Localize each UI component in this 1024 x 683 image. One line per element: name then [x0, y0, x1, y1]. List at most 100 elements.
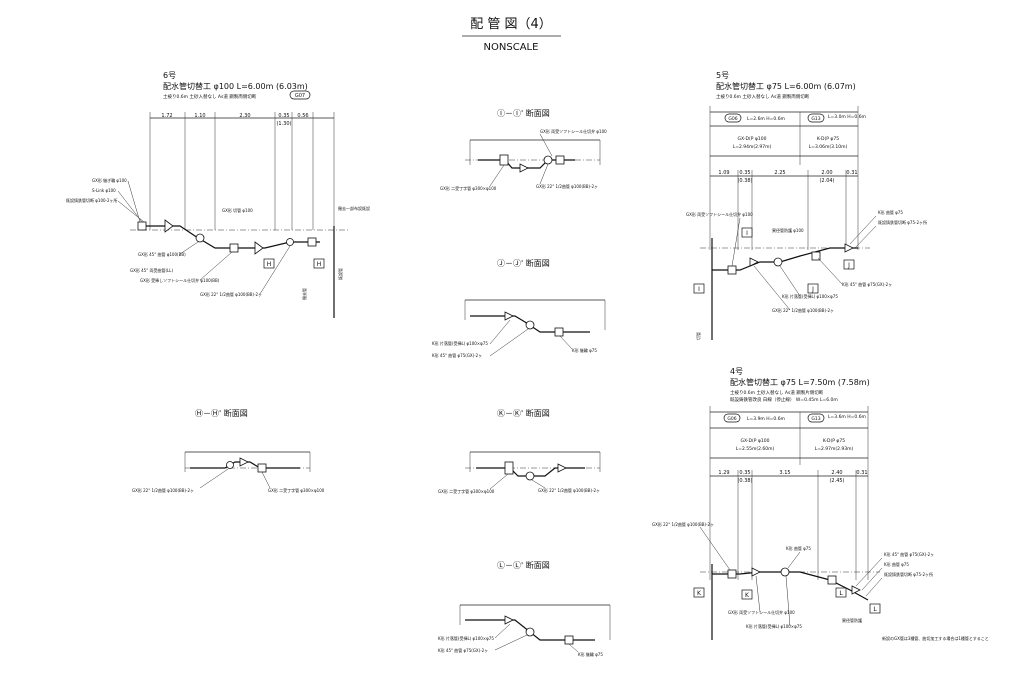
plan-4-seg1-tag-box — [723, 413, 741, 423]
section-j-label-1: K形 片落管(受挿L) φ100×φ75 — [432, 340, 488, 346]
plan-5-title: 配水管切替工 φ75 L=6.00m (6.07m) — [716, 81, 856, 91]
plan-5-marker-box-1 — [693, 283, 705, 294]
plan-5-dim-5: 2.00 — [821, 170, 832, 176]
plan-6-label-7: GX形 22° 1/2曲管 φ100(BB)-2ヶ — [200, 291, 262, 297]
plan-6-label-3: 既設鋳鉄管切断 φ100-2ヶ所 — [66, 197, 118, 203]
section-l-title: Ⓛ－Ⓛ' 断面図 — [497, 560, 550, 570]
plan-4-dim-4: 3.15 — [779, 470, 790, 476]
plan-5-marker-box-2 — [741, 227, 753, 238]
plan-5-dim-7: 0.31 — [846, 170, 857, 176]
plan-4-seg2-tag-box — [807, 413, 825, 423]
section-h-label-2: GX形 二受丁字管 φ300×φ100 — [268, 487, 325, 493]
plan-5-marker-1: I — [698, 286, 700, 293]
plan-4-pipe1: GX-D(P φ100 — [741, 438, 770, 444]
section-j-label-2: K形 45° 曲管 φ75(GX)-2ヶ — [432, 352, 482, 358]
plan-6-marker-box-1 — [263, 258, 275, 269]
plan-4-leaders — [699, 526, 883, 627]
plan-4-marker-box-4 — [869, 603, 881, 614]
plan-4-label-6: GX形 両受ソフトシール仕切弁 φ100 — [728, 609, 795, 615]
plan-6-title: 配水管切替工 φ100 L=6.00m (6.03m) — [163, 81, 308, 91]
section-k-title: Ⓚ－Ⓚ' 断面図 — [497, 408, 550, 418]
section-l-label-3: K形 継輪 φ75 — [578, 651, 603, 657]
plan-4-spec: 土被り0.6m 土砂入替なし As道 鋼製片側切断 — [730, 389, 824, 396]
section-l-leaders — [494, 623, 579, 653]
section-h-label-1: GX形 22° 1/2曲管 φ100(BB)-2ヶ — [132, 487, 194, 493]
plan-6-label-6: GX形 受挿しソフトシール仕切弁 φ100(BB) — [140, 277, 220, 283]
plan-5-dim-6: (2.04) — [819, 178, 834, 184]
plan-4-seg1-text: L=3.9m H=0.6m — [747, 416, 785, 422]
plan-4-dim-5: 2.40 — [831, 470, 842, 476]
plan-6-number: 6号 — [163, 71, 176, 80]
section-j-fittings — [504, 311, 564, 337]
plan-4-label-2: K形 曲管 φ75 — [786, 545, 811, 551]
plan-6-label-9: 撤去一部布設既設 — [338, 205, 370, 211]
plan-5-label-1: GX形 両受ソフトシール仕切弁 φ100 — [686, 211, 753, 217]
section-l-label-2: K形 45° 曲管 φ75(GX)-2ヶ — [438, 647, 488, 653]
plan-4-label-8: 異径管防護 — [842, 617, 862, 623]
plan-5-leaders — [731, 215, 877, 311]
section-j-leaders — [489, 319, 573, 357]
section-j-title: Ⓙ－Ⓙ' 断面図 — [497, 258, 550, 268]
section-h-title: Ⓗ－Ⓗ' 断面図 — [195, 408, 248, 418]
plan-4-pipe-route — [712, 571, 869, 601]
plan-6-marker-box-2 — [313, 258, 325, 269]
plan-4-seg2-tag: G13 — [811, 416, 820, 422]
plan-5-label-6: K形 片落管(受挿L) φ100×φ75 — [782, 293, 838, 299]
plan-5-seg1-tag: G06 — [728, 116, 737, 122]
section-h-fittings — [226, 457, 267, 473]
plan-5-marker-3: J — [811, 286, 814, 293]
plan-5-label-3: K形 曲管 φ75 — [878, 209, 903, 215]
plan-5: 5号 配水管切替工 φ75 L=6.00m (6.07m) 土被り0.6m 土砂… — [686, 71, 927, 340]
plan-4-marker-2: K — [745, 592, 750, 599]
plan-4-marker-box-3 — [835, 587, 847, 598]
plan-4-dim-ticks — [737, 470, 857, 580]
plan-5-pipe1-len: L=2.94m(2.97m) — [733, 144, 772, 150]
plan-4-dim-3: (0.38) — [737, 478, 752, 484]
plan-5-dim-4: 2.25 — [774, 170, 785, 176]
plan-4-seg1-tag: G06 — [727, 416, 736, 422]
section-i: Ⓘ－Ⓘ' 断面図 GX形 両受ソフトシール仕切弁 φ100 GX形 二受丁字管 … — [440, 108, 607, 191]
section-i-title: Ⓘ－Ⓘ' 断面図 — [497, 108, 550, 118]
plan-6-tag-box — [289, 90, 311, 100]
plan-4-spec2: 既設鋳鉄管改良 白線（停止線） W=0.45m L=6.0m — [730, 396, 838, 403]
section-k-label-2: GX形 22° 1/2曲管 φ100(BB)-2ヶ — [538, 487, 600, 493]
plan-5-seg1-tag-box — [724, 113, 742, 123]
plan-4-note: 新設のGX管は3種管、曲切加工する場合は1種管とすること — [882, 635, 989, 641]
section-k-label-1: GX形 二受丁字管 φ300×φ100 — [438, 488, 495, 494]
plan-5-seg2-tag: G13 — [811, 116, 820, 122]
plan-5-marker-4: J — [847, 262, 850, 269]
plan-4-dim-2: 0.35 — [739, 470, 750, 476]
section-i-leaders — [489, 133, 553, 187]
plan-4-label-3: K形 45° 曲管 φ75(GX)-2ヶ — [884, 551, 934, 557]
section-k: Ⓚ－Ⓚ' 断面図 GX形 二受丁字管 φ300×φ100 GX形 22° 1/2… — [438, 408, 601, 494]
plan-6-dim-3: 2.30 — [239, 113, 250, 119]
plan-6-label-1: GX形 継ぎ輪 φ100 — [92, 177, 127, 183]
plan-5-number: 5号 — [716, 71, 729, 80]
plan-4-dim-6: (2.45) — [829, 478, 844, 484]
section-l-label-1: K形 片落管(受挿L) φ100×φ75 — [438, 635, 494, 641]
section-l-fittings — [504, 615, 574, 645]
plan-4-pipe2-len: L=2.97m(2.93m) — [815, 446, 854, 452]
plan-6-marker-2: H — [317, 261, 322, 268]
plan-6-label-4: GX形 45° 曲管 φ100(BB) — [138, 251, 186, 257]
plan-4: 4号 配水管切替工 φ75 L=7.50m (7.58m) 土被り0.6m 土砂… — [652, 367, 989, 641]
plan-5-pipe2-len: L=3.06m(3.10m) — [809, 144, 848, 150]
sheet-title: 配 管 図（4） — [470, 17, 552, 32]
plan-5-dim-ticks — [737, 170, 847, 250]
plan-4-number: 4号 — [730, 367, 743, 376]
plan-6-label-2: S-Link φ100 — [92, 188, 116, 193]
plan-4-label-4: K形 曲管 φ75 — [884, 561, 909, 567]
plan-4-fittings — [727, 567, 861, 595]
plan-6-dim-ticks — [149, 112, 335, 230]
plan-5-marker-box-3 — [807, 283, 819, 294]
section-i-label-2: GX形 二受丁字管 φ300×φ100 — [440, 185, 497, 191]
plan-4-pipe2: K-D(P φ75 — [823, 438, 845, 444]
plan-5-fittings — [727, 243, 854, 275]
plan-6-leaders — [117, 180, 291, 295]
section-i-fittings — [499, 154, 565, 173]
plan-5-marker-2: I — [746, 230, 748, 237]
plan-5-seg1-text: L=2.6m H=0.6m — [747, 116, 785, 122]
plan-5-label-2: 異径管防護 φ100 — [772, 227, 804, 233]
section-k-fittings — [504, 461, 567, 481]
plan-6-label-10: 撤去管 — [301, 288, 307, 300]
